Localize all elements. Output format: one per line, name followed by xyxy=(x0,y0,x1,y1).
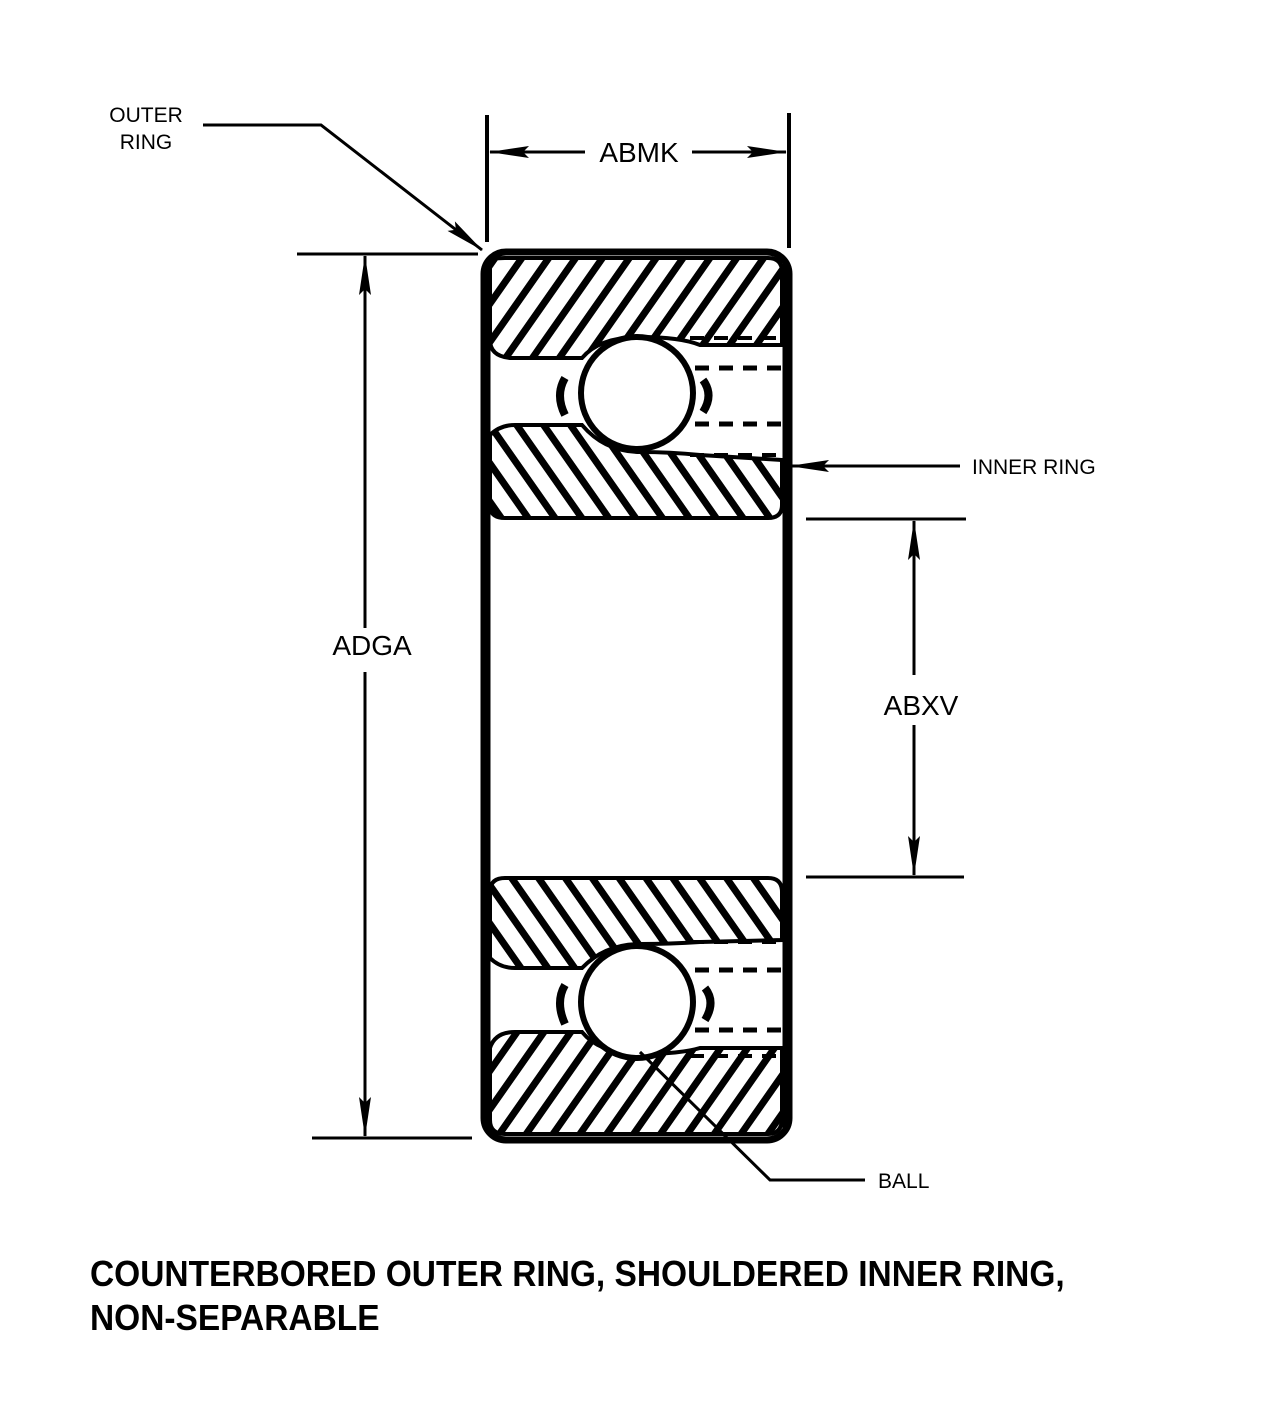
caption-line-2: NON-SEPARABLE xyxy=(90,1297,380,1338)
inner-ring-top-section xyxy=(488,423,784,520)
dimension-label-adga: ADGA xyxy=(332,630,412,661)
bearing-body xyxy=(480,248,793,1144)
outer-ring-bottom-section xyxy=(488,1030,784,1136)
inner-ring-bottom-section xyxy=(488,876,784,970)
cage-mark xyxy=(556,375,569,417)
cage-mark xyxy=(699,377,713,415)
caption-line-1: COUNTERBORED OUTER RING, SHOULDERED INNE… xyxy=(90,1253,1065,1294)
ball-top xyxy=(578,334,696,452)
leader-ball: BALL xyxy=(638,1050,929,1193)
dimension-abmk: ABMK xyxy=(485,113,791,248)
label-ball: BALL xyxy=(878,1170,929,1193)
ball-bottom xyxy=(578,943,696,1061)
dimension-abxv: ABXV xyxy=(806,517,966,879)
label-outer-ring-line2: RING xyxy=(120,131,173,154)
dimension-adga: ADGA xyxy=(297,252,478,1140)
leader-line xyxy=(203,123,483,252)
dimension-label-abxv: ABXV xyxy=(884,690,959,721)
dimension-label-abmk: ABMK xyxy=(599,137,679,168)
label-inner-ring: INNER RING xyxy=(972,456,1096,479)
leader-line xyxy=(638,1050,865,1182)
leader-outer-ring: OUTER RING xyxy=(109,104,483,252)
label-outer-ring-line1: OUTER xyxy=(109,104,183,127)
figure-caption: COUNTERBORED OUTER RING, SHOULDERED INNE… xyxy=(90,1252,1065,1340)
outer-ring-top-section xyxy=(488,256,784,360)
cage-mark xyxy=(701,985,715,1023)
leader-inner-ring: INNER RING xyxy=(789,456,1096,479)
cage-mark xyxy=(556,982,569,1026)
